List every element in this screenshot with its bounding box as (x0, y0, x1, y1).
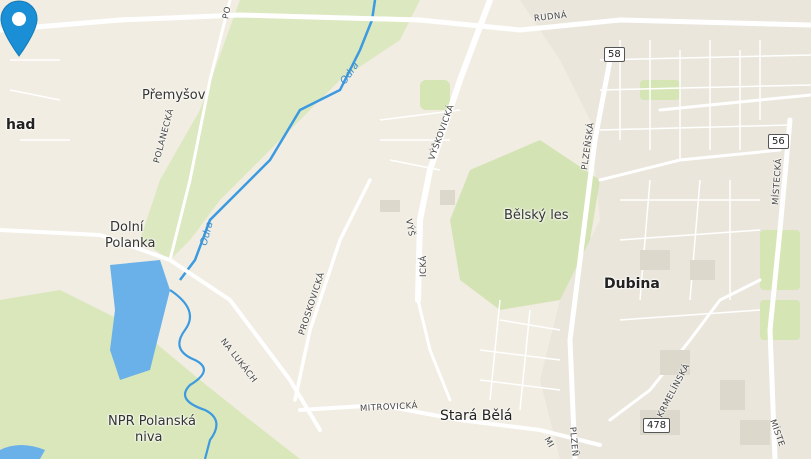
place-label: Přemyšov (142, 88, 206, 103)
place-label: had (6, 117, 36, 133)
road-shield: 478 (643, 418, 671, 433)
place-label: Dolní (110, 220, 144, 235)
place-label: Bělský les (504, 208, 569, 223)
location-pin-icon[interactable] (0, 0, 38, 62)
place-label: NPR Polanská (108, 414, 196, 429)
road-shield: 58 (604, 47, 625, 62)
place-label: Polanka (105, 236, 156, 251)
place-label: Dubina (604, 276, 660, 292)
road-label: ICKÁ (419, 255, 429, 277)
place-label: Stará Bělá (440, 408, 513, 424)
road-shield: 56 (768, 134, 789, 149)
place-label: niva (135, 430, 163, 445)
